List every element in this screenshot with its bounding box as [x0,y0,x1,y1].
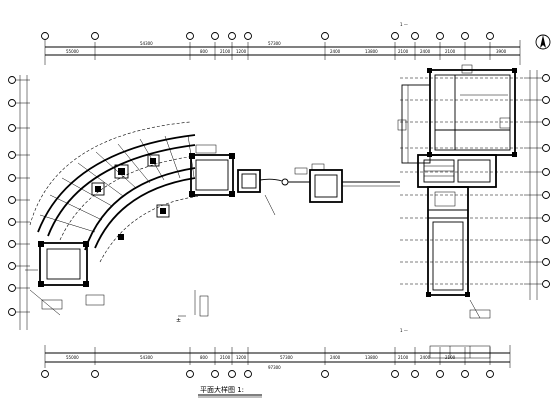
right-building [397,64,525,319]
dim-text: 2100 [445,355,456,360]
dim-text: 97300 [268,365,281,370]
dim-text: 3900 [496,49,507,54]
dim-text: 2400 [420,49,431,54]
left-pavilion [25,241,105,316]
right-grid-axis [524,70,550,300]
dim-text: 2400 [420,355,431,360]
top-dimension-chain: 55000 54300 800 2100 1200 57300 2400 138… [41,22,521,65]
section-mark: 1 — [400,22,408,27]
connector-modules [237,163,400,216]
bottom-dimension-chain: 55000 54300 800 2100 1200 57300 2400 138… [41,328,511,378]
dim-text: 2100 [398,355,409,360]
section-mark: 1 — [400,328,408,333]
ground-mark: ± [176,317,181,324]
left-grid-axis [8,75,30,330]
dim-text: 2100 [220,355,231,360]
dim-text: 57300 [280,355,293,360]
dim-text: 800 [200,355,208,360]
dim-text: 1200 [236,355,247,360]
curved-wing [29,121,201,263]
caption-text: 平面大样图 1: [200,385,244,394]
dim-text: 2100 [220,49,231,54]
dim-text: 55000 [66,355,79,360]
dim-text: 57300 [268,41,281,46]
dim-text: 54300 [140,41,153,46]
dim-text: 1200 [236,49,247,54]
dim-text: 2400 [330,355,341,360]
north-arrow-icon [535,34,551,50]
annotations: ± [176,290,209,324]
dim-text: 2100 [398,49,409,54]
dim-text: 800 [200,49,208,54]
dim-text: 2400 [330,49,341,54]
dim-text: 54300 [140,355,153,360]
dim-text: 13800 [365,49,378,54]
dim-text: 2100 [445,49,456,54]
dim-text: 55000 [66,49,79,54]
drawing-caption: 平面大样图 1: [198,385,262,398]
center-pavilion [189,144,235,197]
dim-text: 13800 [365,355,378,360]
